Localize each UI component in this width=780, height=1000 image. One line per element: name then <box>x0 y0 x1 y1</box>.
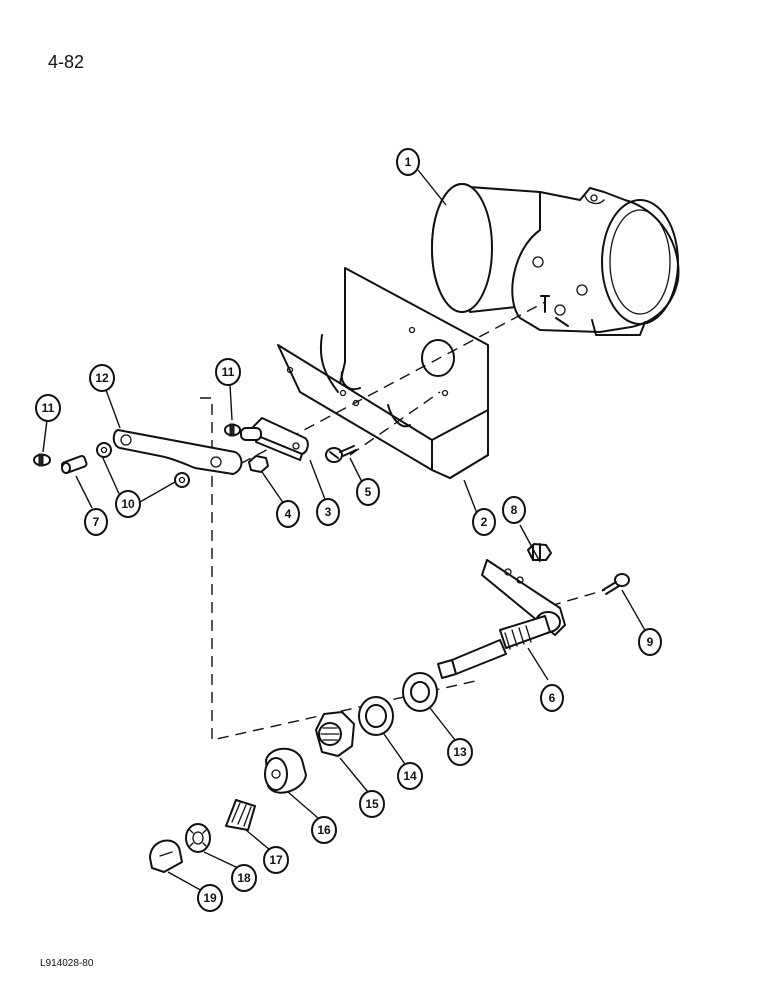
callout-2: 2 <box>472 508 496 536</box>
link-plate-part-12 <box>112 429 243 475</box>
lock-washer-part-18 <box>185 823 211 853</box>
svg-text:17: 17 <box>269 853 283 867</box>
svg-text:14: 14 <box>403 769 417 783</box>
callout-18: 18 <box>231 864 257 892</box>
callout-1: 1 <box>396 148 420 176</box>
callout-6: 6 <box>540 684 564 712</box>
castle-nut-part-8 <box>527 543 552 561</box>
callout-16: 16 <box>311 816 337 844</box>
figure-code: L914028-80 <box>40 958 94 969</box>
callout-9: 9 <box>638 628 662 656</box>
shaft-part-6 <box>437 559 566 679</box>
callout-11-left: 11 <box>35 394 61 422</box>
callout-8: 8 <box>502 496 526 524</box>
svg-text:2: 2 <box>481 515 488 529</box>
svg-text:10: 10 <box>121 497 135 511</box>
svg-text:1: 1 <box>405 155 412 169</box>
svg-text:15: 15 <box>365 797 379 811</box>
screw-part-9 <box>602 573 630 595</box>
svg-text:8: 8 <box>511 503 518 517</box>
svg-text:9: 9 <box>647 635 654 649</box>
washer-part-13 <box>402 672 438 712</box>
screw-part-5 <box>325 445 357 463</box>
assembly-line-screw <box>349 391 441 456</box>
svg-text:13: 13 <box>453 745 467 759</box>
callout-4: 4 <box>276 500 300 528</box>
svg-text:4: 4 <box>285 507 292 521</box>
svg-text:11: 11 <box>222 365 235 379</box>
callout-5: 5 <box>356 478 380 506</box>
svg-text:3: 3 <box>325 505 332 519</box>
callout-17: 17 <box>263 846 289 874</box>
clip-part-11-right <box>224 423 241 437</box>
callout-3: 3 <box>316 498 340 526</box>
callout-19: 19 <box>197 884 223 912</box>
washers-part-10 <box>96 442 190 488</box>
assembly-line-shaft <box>200 397 481 741</box>
svg-text:5: 5 <box>365 485 372 499</box>
callout-14: 14 <box>397 762 423 790</box>
assembly-line-arm-screw <box>549 589 606 607</box>
svg-text:18: 18 <box>237 871 251 885</box>
callout-10: 10 <box>115 490 141 518</box>
callout-13: 13 <box>447 738 473 766</box>
bushing-part-16 <box>264 747 307 794</box>
clip-part-11-left <box>33 453 51 467</box>
svg-text:16: 16 <box>317 823 331 837</box>
callout-15: 15 <box>359 790 385 818</box>
washer-part-14 <box>358 696 394 736</box>
acorn-nut-part-19 <box>149 839 183 873</box>
svg-text:7: 7 <box>93 515 100 529</box>
knurled-bushing-part-17 <box>225 799 256 831</box>
svg-text:19: 19 <box>203 891 217 905</box>
lever-arm-part-3 <box>240 417 309 461</box>
svg-text:12: 12 <box>95 371 109 385</box>
callout-11-right: 11 <box>215 358 241 386</box>
callout-12: 12 <box>89 364 115 392</box>
svg-text:11: 11 <box>42 401 55 415</box>
nut-part-4 <box>248 455 269 473</box>
pin-part-7 <box>60 455 88 474</box>
hex-nut-part-15 <box>315 711 355 757</box>
motor-part-1 <box>431 183 680 336</box>
callout-7: 7 <box>84 508 108 536</box>
mounting-bracket-part-2 <box>277 267 489 479</box>
svg-text:6: 6 <box>549 691 556 705</box>
page-number: 4-82 <box>48 52 85 72</box>
leader-lines <box>42 169 647 893</box>
